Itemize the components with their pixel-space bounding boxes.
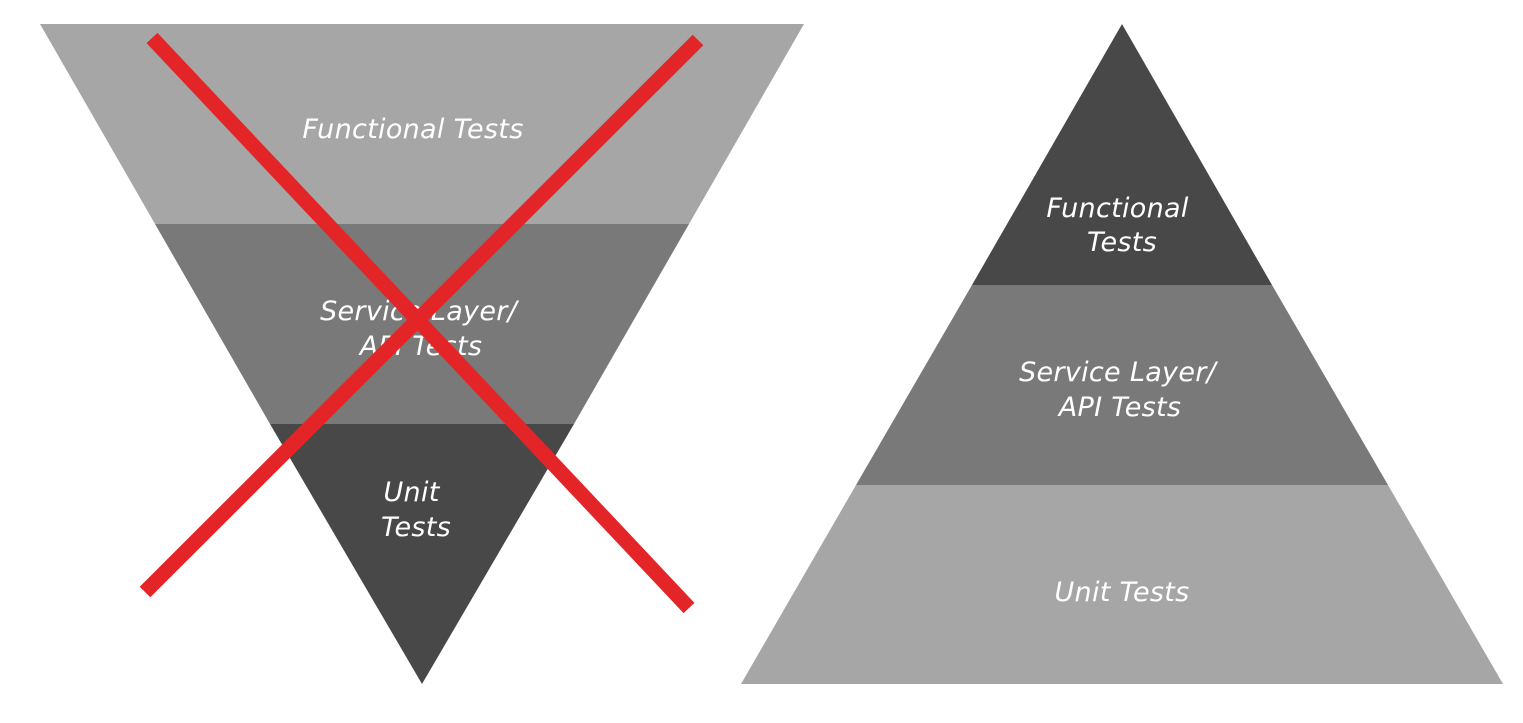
pyramid-layer-service [856,285,1388,485]
pyramid-service-line-1: Service Layer/ [1019,357,1219,388]
inverted-layer-functional [40,24,804,224]
inverted-layer-unit [270,424,574,684]
inverted-unit-line-1: Unit [383,477,440,508]
test-pyramid: Functional Tests Service Layer/ API Test… [741,24,1503,684]
strike-through-cross-icon [139,32,704,614]
cross-stroke-2 [139,34,704,598]
pyramid-unit-label: Unit Tests [1054,577,1189,608]
pyramid-layer-unit [741,485,1503,684]
pyramid-functional-line-1: Functional [1046,193,1188,224]
pyramid-functional-line-2: Tests [1087,227,1157,258]
inverted-pyramid: Functional Tests Service Layer/ API Test… [40,24,804,684]
pyramid-service-line-2: API Tests [1057,392,1182,423]
inverted-functional-label: Functional Tests [302,114,523,145]
inverted-unit-line-2: Tests [381,512,451,543]
inverted-unit-label: Unit Tests [381,477,451,543]
inverted-functional-line-1: Functional Tests [302,114,523,145]
pyramid-unit-line-1: Unit Tests [1054,577,1189,608]
pyramid-layer-functional [972,24,1272,285]
pyramid-service-label: Service Layer/ API Tests [1019,357,1225,423]
pyramid-functional-label: Functional Tests [1046,193,1197,258]
